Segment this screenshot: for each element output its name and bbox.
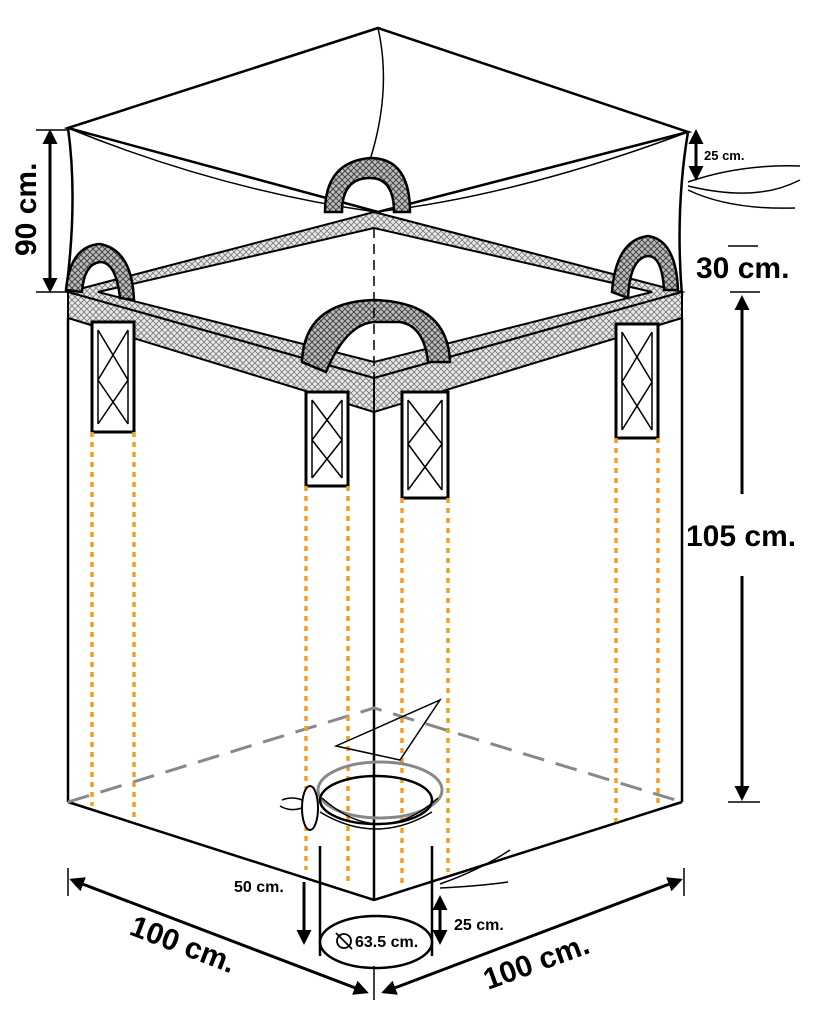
lifting-loop-front (300, 298, 452, 374)
lifting-loop-right (610, 234, 680, 300)
label-top-spout-tie: 25 cm. (704, 148, 744, 163)
lifting-loop-back (323, 156, 412, 214)
bag-body (66, 228, 684, 902)
label-body-height: 105 cm. (686, 520, 796, 553)
label-bottom-spout-diameter: 63.5 cm. (355, 934, 418, 951)
label-width-right: 100 cm. (479, 928, 594, 997)
diameter-icon (335, 932, 353, 950)
loop-straps (90, 320, 660, 500)
lifting-loop-left (64, 242, 136, 302)
strap-front-right (400, 390, 450, 500)
stitch-lines (90, 432, 660, 886)
dimension-arrows (36, 129, 760, 1000)
label-width-left: 100 cm. (125, 910, 240, 980)
strap-front-left (304, 390, 350, 488)
label-bottom-spout-length: 50 cm. (234, 879, 284, 896)
label-top-skirt-height: 90 cm. (10, 163, 43, 256)
label-bottom-spout-tie: 25 cm. (454, 917, 504, 934)
top-spout-tie (687, 165, 801, 209)
strap-left (90, 320, 136, 434)
label-loop-height: 30 cm. (696, 252, 789, 285)
strap-right (614, 322, 660, 440)
